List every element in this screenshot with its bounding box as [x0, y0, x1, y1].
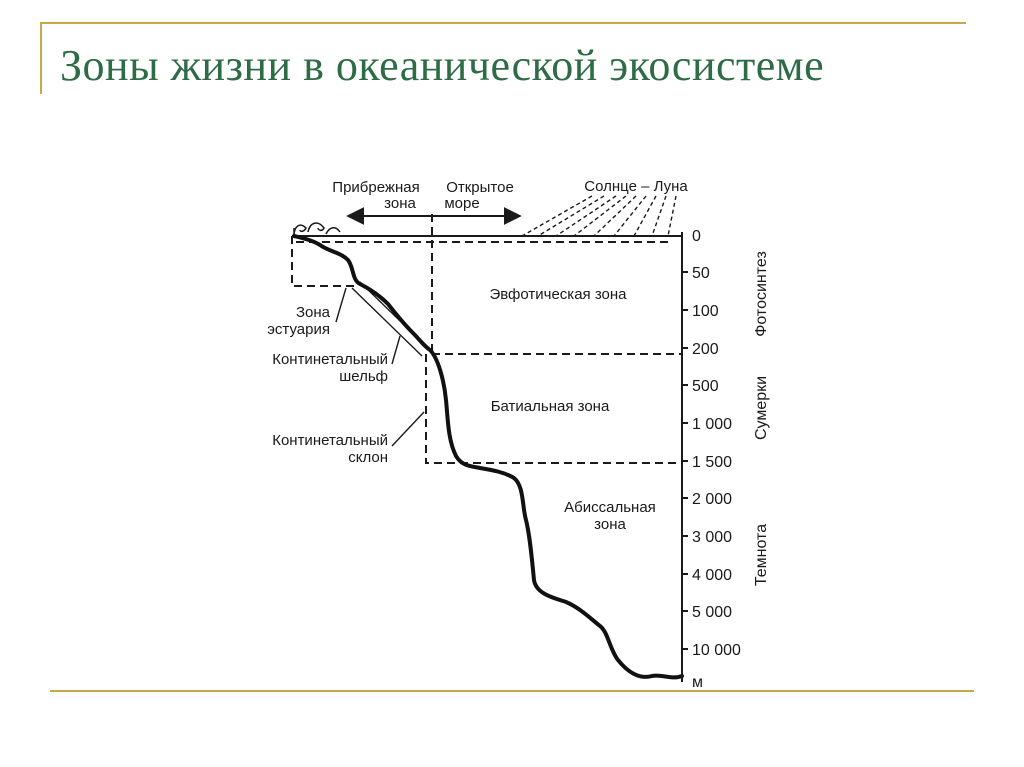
depth-unit-label: м	[692, 674, 703, 691]
bathyal-zone-label: Батиальная зона	[491, 398, 610, 415]
coastal-zone-label: зона	[384, 195, 416, 212]
abyssal-zone-label: зона	[594, 516, 626, 533]
left-decorative-rule	[40, 22, 42, 94]
annotation-leader-lines	[335, 287, 425, 447]
shelf-label: шельф	[339, 368, 388, 385]
waves-icon	[293, 222, 341, 237]
twilight-label: Сумерки	[753, 376, 770, 440]
estuary-box	[291, 236, 356, 287]
depth-tick-label: 200	[692, 341, 719, 358]
abyssal-zone-label: Абиссальная	[564, 499, 656, 516]
bathyal-abyssal-boundary	[425, 354, 682, 464]
depth-tick-label: 100	[692, 303, 719, 320]
top-decorative-rule	[40, 22, 966, 24]
coastal-zone-label: Прибрежная	[332, 179, 419, 196]
depth-tick-label: 0	[692, 228, 701, 245]
slope-label: Континетальный	[272, 432, 388, 449]
sea-floor-profile	[292, 234, 684, 680]
depth-tick-label: 2 000	[692, 491, 732, 508]
sun-moon-label: Солнце – Луна	[584, 178, 688, 195]
depth-tick-label: 1 500	[692, 454, 732, 471]
depth-tick-label: 50	[692, 265, 710, 282]
estuary-label: Зона	[296, 304, 331, 321]
photosynthesis-label: Фотосинтез	[753, 251, 770, 337]
depth-tick-label: 500	[692, 378, 719, 395]
depth-tick-label: 4 000	[692, 567, 732, 584]
euphotic-zone-label: Эвфотическая зона	[489, 286, 627, 303]
depth-tick-label: 5 000	[692, 604, 732, 621]
depth-axis	[681, 232, 688, 682]
shelf-label: Континетальный	[272, 351, 388, 368]
darkness-label: Темнота	[753, 524, 770, 586]
sun-moon-rays	[521, 195, 677, 237]
slide-title: Зоны жизни в океанической экосистеме	[60, 41, 825, 90]
depth-tick-label: 1 000	[692, 416, 732, 433]
estuary-label: эстуария	[267, 321, 330, 338]
shelf-bracket	[351, 281, 433, 357]
open-sea-label: Открытое	[446, 179, 514, 196]
depth-tick-label: 10 000	[692, 642, 741, 659]
depth-tick-label: 3 000	[692, 529, 732, 546]
slope-label: склон	[348, 449, 388, 466]
open-sea-label: море	[444, 195, 479, 212]
bottom-decorative-rule	[50, 690, 974, 692]
